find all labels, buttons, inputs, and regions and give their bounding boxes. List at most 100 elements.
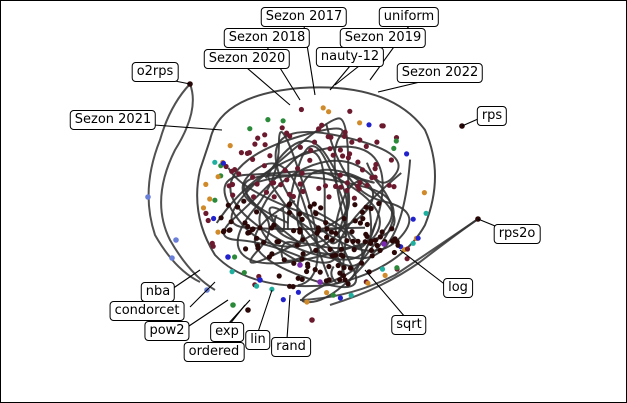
map-dot [297,181,303,187]
map-dot [228,219,234,225]
map-dot [244,150,250,156]
map-dot [395,242,401,248]
map-dot [368,240,374,246]
label-sezon-2020: Sezon 2020 [203,49,291,69]
map-dot [234,204,241,210]
map-dot [215,229,221,235]
map-dot [255,135,261,141]
map-dot [311,201,317,207]
label-sezon-2019: Sezon 2019 [339,28,427,48]
map-dot [145,194,151,200]
map-dot [366,122,372,128]
map-dot [410,240,416,246]
map-dot [281,257,287,263]
map-path [223,169,381,250]
map-dot [212,159,218,165]
leader-line [399,249,448,287]
map-dot [347,108,353,114]
label-rps2o: rps2o [493,224,541,244]
map-dot [287,283,293,289]
leader-line [257,289,273,333]
map-dot [254,235,260,241]
leader-line [377,81,421,93]
map-dot [263,189,270,195]
map-dot [269,286,275,292]
map-dot [415,235,421,241]
label-sezon-2017: Sezon 2017 [260,7,348,27]
map-dot [225,254,231,260]
map-dot [317,279,323,285]
leader-line [461,118,479,127]
map-dot [299,170,305,176]
map-dot [294,242,300,248]
map-dot [265,117,271,123]
map-dot [326,109,332,115]
map-dot [227,143,233,149]
map-path-o2rps [160,83,216,291]
map-dot [340,153,346,159]
map-dot [329,253,336,259]
map-dot [376,200,382,207]
map-dot [203,210,209,216]
map-dot [207,196,213,202]
map-path [241,162,351,278]
map-dot [357,137,363,143]
map-dot [317,269,323,275]
map-dot [372,174,378,180]
map-dot [364,221,370,228]
label-lin: lin [245,330,271,350]
map-dot [236,171,242,177]
map-dot [341,133,347,139]
map-dot [404,151,410,157]
map-dot [312,267,318,273]
map-dot [344,180,350,186]
map-dot [318,205,324,211]
map-dot [279,125,285,131]
map-dot [261,163,267,169]
map-dot [326,263,332,270]
map-dot [345,155,351,161]
map-dot [305,261,311,267]
label-nauty-12: nauty-12 [315,47,385,67]
map-dot [359,260,365,266]
map-dot [307,204,313,210]
map-dot [295,165,301,172]
map-dot [380,123,386,129]
map-dot [350,238,356,244]
map-dot [262,132,268,138]
label-ordered: ordered [183,342,245,362]
map-dot [254,209,260,215]
map-dot [225,202,231,208]
map-dot [251,194,257,200]
path-layer [147,83,479,306]
map-dot [352,202,358,208]
map-dot [374,139,380,145]
map-dot [323,278,329,284]
map-dot [316,185,322,191]
map-dot [356,186,362,192]
map-dot [205,217,211,224]
map-dot [355,159,361,165]
map-dot [257,277,263,283]
map-dot [359,167,366,173]
map-dot [347,151,353,157]
map-dot [320,105,326,111]
map-dot [220,160,226,166]
map-dot [247,126,253,132]
map-dot [342,129,348,135]
map-dot [423,210,429,216]
map-dot [308,147,314,153]
map-path-outer [196,86,436,288]
map-dot [394,265,400,271]
map-dot [211,215,217,222]
map-dot [369,253,375,259]
map-dot [218,215,224,221]
map-dot [344,238,350,244]
map-dot [232,167,238,173]
map-dot [347,265,354,271]
map-dot [307,157,313,163]
map-dot [262,142,268,148]
label-rps: rps [476,106,508,126]
map-dot [226,183,232,189]
